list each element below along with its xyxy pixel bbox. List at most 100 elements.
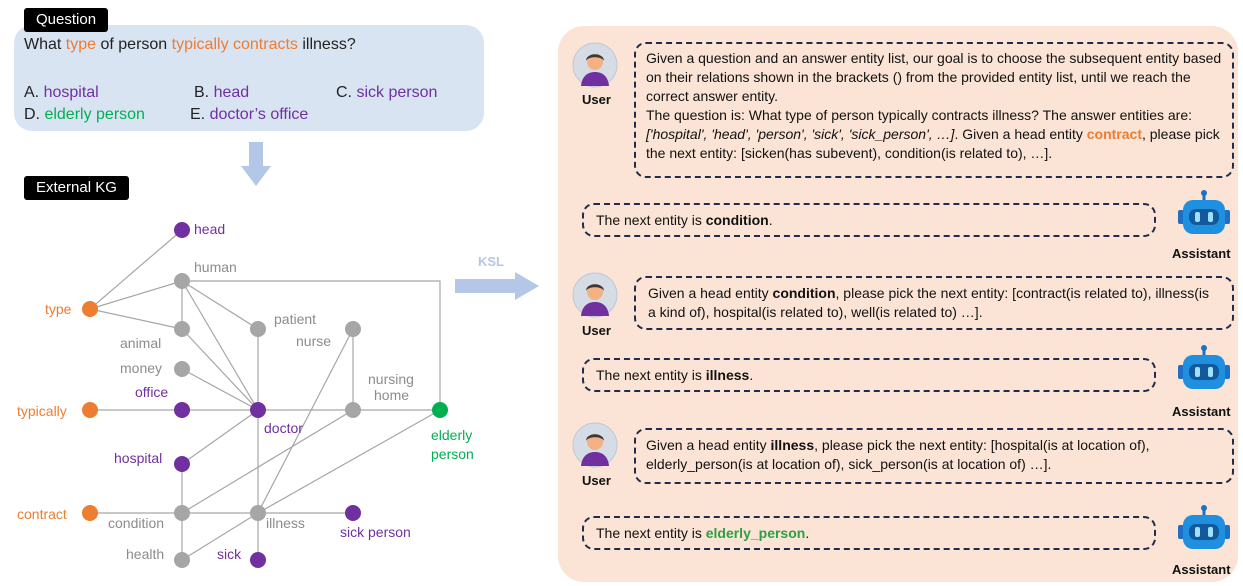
- option-b-text: head: [213, 84, 250, 101]
- assistant-label-3: Assistant: [1172, 562, 1231, 577]
- kg-label-person: person: [431, 446, 474, 462]
- assistant-message-3: The next entity is elderly_person.: [582, 516, 1156, 550]
- user1-line1: Given a question and an answer entity li…: [646, 50, 1222, 104]
- user1-line2-suffix: , please pick the next entity: [sicken(h…: [646, 126, 1220, 161]
- question-box: [14, 25, 484, 131]
- question-text: What type of person typically contracts …: [24, 36, 356, 54]
- kg-label-patient: patient: [274, 311, 317, 327]
- option-d-letter: D.: [24, 106, 45, 123]
- assistant1-prefix: The next entity is: [596, 212, 706, 228]
- option-e-text: doctor’s office: [209, 106, 309, 123]
- kg-label-hospital: hospital: [114, 450, 163, 466]
- question-suffix: illness?: [297, 36, 356, 53]
- kg-node-doctor: [250, 402, 266, 418]
- assistant-message-2: The next entity is illness.: [582, 358, 1156, 392]
- kg-node-typically: [82, 402, 98, 418]
- question-prefix: What: [24, 36, 66, 53]
- kg-node-animal: [174, 321, 190, 337]
- external-kg-tag: External KG: [24, 176, 129, 200]
- assistant-message-1: The next entity is condition.: [582, 203, 1156, 237]
- kg-node-sick: [250, 552, 266, 568]
- kg-label-home: home: [374, 387, 410, 403]
- question-word-typically-contracts: typically contracts: [171, 36, 298, 53]
- user1-line2-prefix: The question is: What type of person typ…: [646, 107, 1193, 123]
- kg-node-illness: [250, 505, 266, 521]
- assistant1-entity: condition: [705, 212, 769, 228]
- question-word-type: type: [65, 36, 97, 53]
- kg-label-type: type: [45, 301, 72, 317]
- kg-node-contract: [82, 505, 98, 521]
- user-label-1: User: [582, 92, 611, 107]
- ksl-label: KSL: [478, 254, 504, 269]
- kg-label-head: head: [194, 221, 226, 237]
- user1-line2: The question is: What type of person typ…: [646, 106, 1222, 163]
- assistant3-suffix: .: [805, 525, 810, 541]
- user1-answer-list: ['hospital', 'head', 'person', 'sick', '…: [646, 126, 955, 142]
- kg-label-human: human: [194, 259, 237, 275]
- right-arrow-icon: [455, 272, 539, 300]
- option-a-text: hospital: [43, 84, 99, 101]
- user3-suffix: , please pick the next entity: [hospital…: [646, 437, 1150, 472]
- user-message-1: Given a question and an answer entity li…: [634, 42, 1234, 178]
- kg-node-nurse: [345, 321, 361, 337]
- option-c-letter: C.: [336, 84, 357, 101]
- assistant2-prefix: The next entity is: [596, 367, 706, 383]
- user-avatar-icon: [572, 42, 618, 88]
- user-label-3: User: [582, 473, 611, 488]
- kg-label-doctor: doctor: [264, 420, 303, 436]
- user-avatar-icon: [572, 422, 618, 468]
- kg-label-nursing: nursing: [368, 371, 414, 387]
- user-label-2: User: [582, 323, 611, 338]
- option-d-text: elderly person: [44, 106, 145, 123]
- kg-node-elderly-person: [432, 402, 448, 418]
- knowledge-graph: [82, 222, 448, 568]
- kg-label-illness: illness: [266, 515, 305, 531]
- kg-label-office: office: [135, 384, 169, 400]
- kg-node-sick-person: [345, 505, 361, 521]
- robot-icon: [1178, 190, 1230, 234]
- kg-label-nurse: nurse: [296, 333, 332, 349]
- down-arrow-icon: [241, 142, 271, 186]
- question-tag: Question: [24, 8, 109, 32]
- assistant1-suffix: .: [768, 212, 773, 228]
- user2-suffix: , please pick the next entity: [contract…: [648, 285, 1210, 320]
- assistant-label-1: Assistant: [1172, 246, 1231, 261]
- kg-node-patient: [250, 321, 266, 337]
- assistant2-suffix: .: [749, 367, 754, 383]
- user-avatar-icon: [572, 272, 618, 318]
- kg-label-animal: animal: [120, 335, 162, 351]
- user1-entity: contract: [1086, 126, 1142, 142]
- option-a-letter: A.: [24, 84, 44, 101]
- kg-label-health: health: [126, 546, 165, 562]
- option-c-text: sick person: [356, 84, 438, 101]
- question-mid: of person: [96, 36, 172, 53]
- option-c: C. sick person: [336, 84, 437, 102]
- assistant-label-2: Assistant: [1172, 404, 1231, 419]
- user2-prefix: Given a head entity: [648, 285, 773, 301]
- option-e-letter: E.: [190, 106, 210, 123]
- kg-node-office: [174, 402, 190, 418]
- assistant3-prefix: The next entity is: [596, 525, 706, 541]
- user-message-2: Given a head entity condition, please pi…: [634, 276, 1234, 330]
- chat-panel: [558, 26, 1238, 582]
- user1-line2-mid: . Given a head entity: [954, 126, 1087, 142]
- option-a: A. hospital: [24, 84, 99, 102]
- user2-entity: condition: [772, 285, 836, 301]
- option-b-letter: B.: [194, 84, 214, 101]
- user3-prefix: Given a head entity: [646, 437, 771, 453]
- user3-entity: illness: [770, 437, 815, 453]
- kg-node-money: [174, 361, 190, 377]
- user-message-3: Given a head entity illness, please pick…: [634, 428, 1234, 484]
- kg-edges: [89, 229, 441, 561]
- kg-node-type: [82, 301, 98, 317]
- kg-node-nursing-home: [345, 402, 361, 418]
- kg-label-money: money: [120, 360, 163, 376]
- kg-label-typically: typically: [17, 403, 67, 419]
- kg-label-contract: contract: [17, 506, 67, 522]
- kg-node-health: [174, 552, 190, 568]
- robot-icon: [1178, 505, 1230, 549]
- option-b: B. head: [194, 84, 249, 102]
- kg-label-condition: condition: [108, 515, 165, 531]
- kg-node-head: [174, 222, 190, 238]
- kg-label-sick-person: sick person: [340, 524, 411, 540]
